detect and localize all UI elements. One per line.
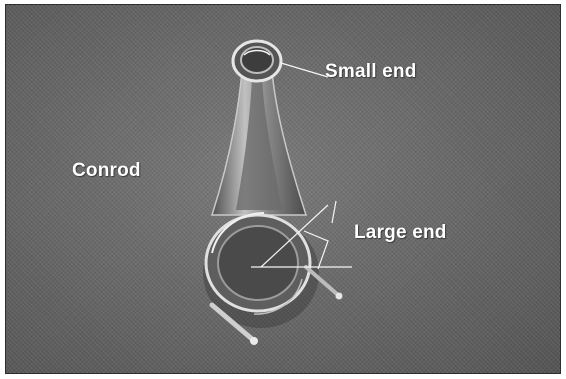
large-end-label: Large end [354, 222, 447, 244]
small-end-leader [281, 63, 328, 77]
conrod-photo [5, 4, 561, 374]
large-end-tick [332, 201, 336, 223]
connecting-rod-illustration [6, 5, 561, 374]
small-end-eye [233, 41, 281, 81]
large-end-bore [206, 213, 310, 314]
small-end-label: Small end [325, 61, 417, 83]
conrod-label: Conrod [72, 160, 141, 182]
